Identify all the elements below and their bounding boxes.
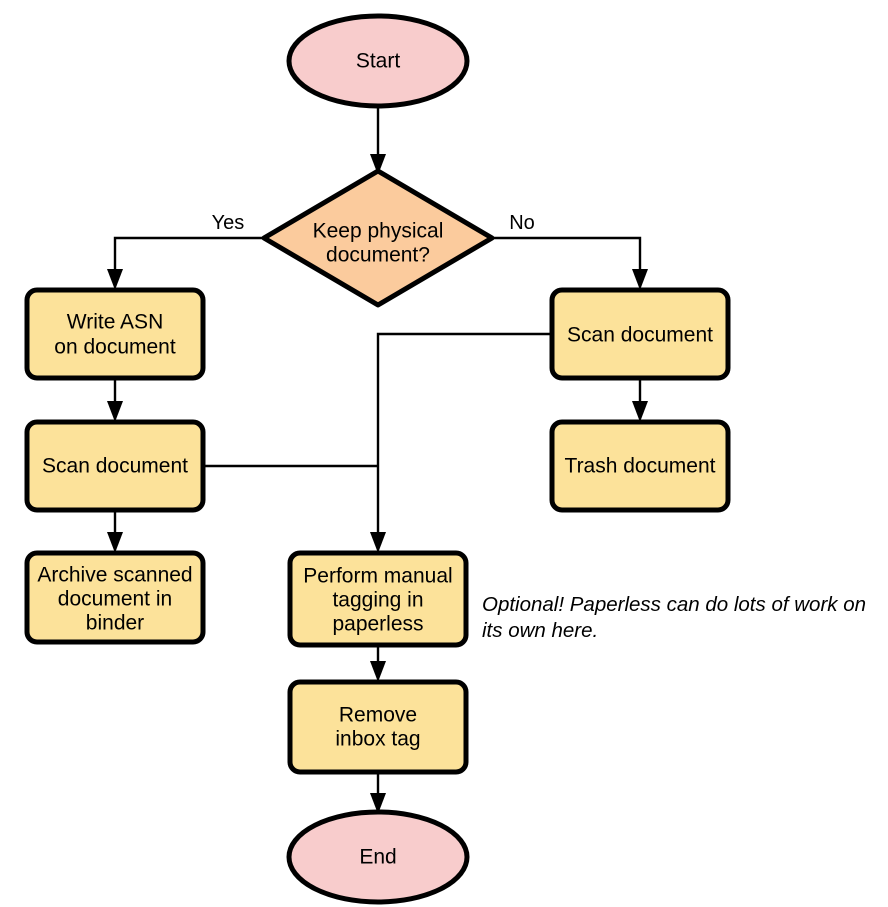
- arrowhead-icon: [370, 661, 386, 682]
- node-end-label: End: [359, 846, 396, 869]
- end-ellipse[interactable]: [286, 809, 470, 905]
- node-end[interactable]: End: [286, 809, 470, 905]
- node-archive-label-line1: Archive scanned: [37, 564, 192, 587]
- node-tagging-label-line2: tagging in: [332, 589, 423, 612]
- edge-write-asn-to-scan-left: [107, 378, 123, 422]
- annotation-line2: its own here.: [482, 619, 598, 642]
- trash-document-box[interactable]: [549, 419, 731, 513]
- edge-line: [492, 236, 642, 278]
- node-write-asn-label-line2: on document: [54, 336, 176, 359]
- node-trash-document-label: Trash document: [565, 455, 716, 478]
- node-scan-document-left[interactable]: Scan document: [24, 419, 206, 513]
- node-tagging-label-line1: Perform manual: [303, 565, 452, 588]
- node-decision-keep-physical-document[interactable]: Keep physical document?: [261, 168, 495, 308]
- edge-line: [113, 236, 264, 278]
- decision-diamond[interactable]: [261, 168, 495, 308]
- node-scan-document-right-label: Scan document: [567, 324, 713, 347]
- edge-decision-yes-to-write-asn: [107, 236, 264, 290]
- edge-scan-right-to-trash: [632, 378, 648, 422]
- edge-start-to-decision: [370, 103, 386, 175]
- start-ellipse[interactable]: [286, 13, 470, 109]
- edge-remove-inbox-to-end: [370, 772, 386, 814]
- edge-scan-right-to-tagging: [370, 332, 552, 553]
- edge-scan-left-to-archive: [107, 510, 123, 553]
- arrowhead-icon: [632, 401, 648, 422]
- scan-document-left-box[interactable]: [24, 419, 206, 513]
- arrowhead-icon: [107, 269, 123, 290]
- node-remove-inbox-label-line1: Remove: [339, 704, 417, 727]
- annotation-line1: Optional! Paperless can do lots of work …: [482, 593, 866, 616]
- arrowhead-icon: [632, 269, 648, 290]
- edge-decision-no-to-scan-right: [492, 236, 648, 290]
- annotation-optional-note: Optional! Paperless can do lots of work …: [482, 593, 866, 642]
- node-write-asn-on-document[interactable]: Write ASN on document: [24, 287, 206, 381]
- scan-document-right-box[interactable]: [549, 287, 731, 381]
- node-archive-scanned-document-in-binder[interactable]: Archive scanned document in binder: [24, 550, 206, 645]
- node-remove-inbox-tag[interactable]: Remove inbox tag: [287, 679, 469, 775]
- arrowhead-icon: [107, 532, 123, 553]
- arrowhead-icon: [370, 532, 386, 553]
- node-archive-label-line2: document in: [58, 588, 172, 611]
- edge-label-no: No: [509, 212, 535, 234]
- node-start[interactable]: Start: [286, 13, 470, 109]
- write-asn-box[interactable]: [24, 287, 206, 381]
- edge-tagging-to-remove-inbox: [370, 645, 386, 682]
- node-tagging-label-line3: paperless: [332, 613, 423, 636]
- edge-line: [376, 332, 552, 541]
- arrowhead-icon: [370, 154, 386, 175]
- node-remove-inbox-label-line2: inbox tag: [335, 728, 420, 751]
- node-scan-document-right[interactable]: Scan document: [549, 287, 731, 381]
- node-start-label: Start: [356, 50, 401, 73]
- remove-inbox-tag-box[interactable]: [287, 679, 469, 775]
- arrowhead-icon: [370, 793, 386, 814]
- edge-label-yes: Yes: [212, 212, 245, 234]
- node-decision-label-line1: Keep physical: [313, 220, 444, 243]
- tagging-box[interactable]: [287, 550, 469, 648]
- archive-box[interactable]: [24, 550, 206, 645]
- node-write-asn-label-line1: Write ASN: [67, 311, 163, 334]
- node-scan-document-left-label: Scan document: [42, 455, 188, 478]
- node-trash-document[interactable]: Trash document: [549, 419, 731, 513]
- node-perform-manual-tagging-in-paperless[interactable]: Perform manual tagging in paperless: [287, 550, 469, 648]
- arrowhead-icon: [107, 401, 123, 422]
- node-archive-label-line3: binder: [86, 612, 144, 635]
- node-decision-label-line2: document?: [326, 244, 430, 267]
